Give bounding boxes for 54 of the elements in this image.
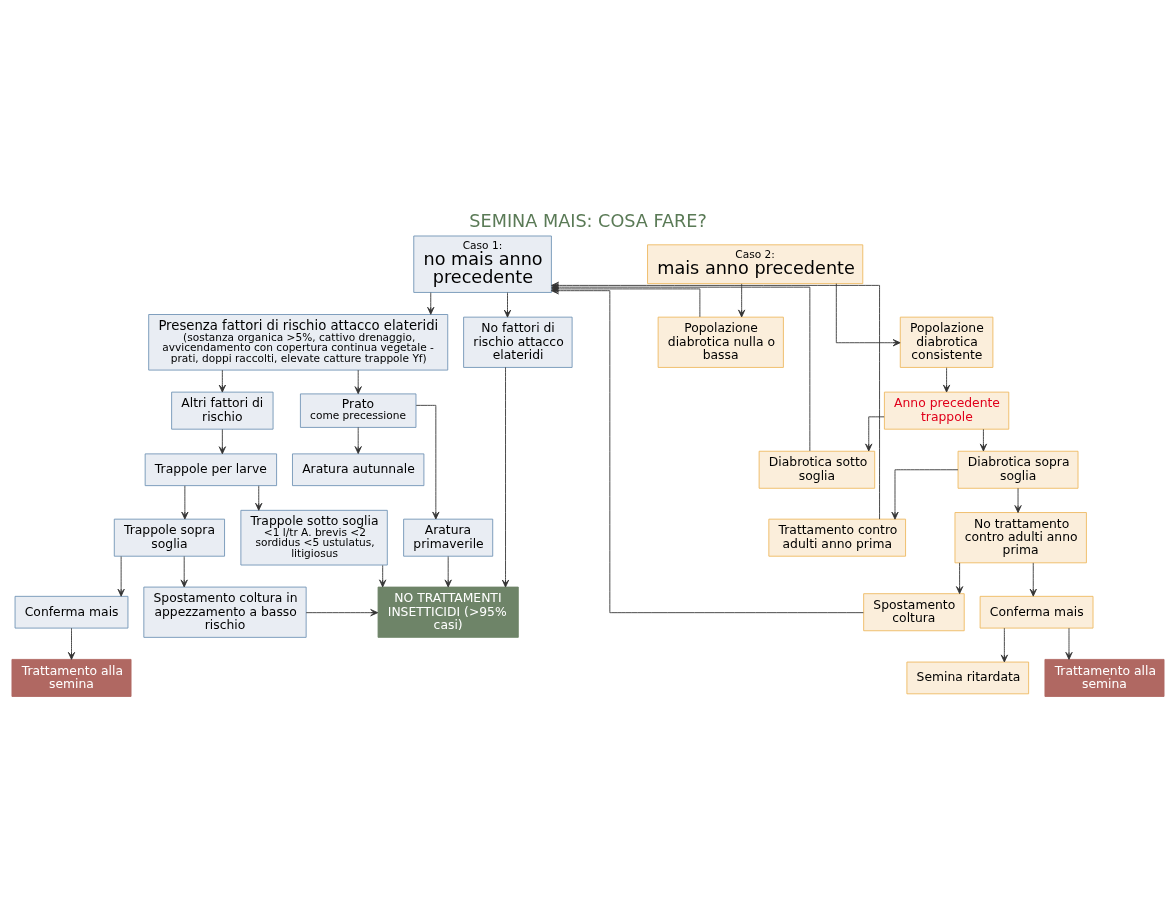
node-box: Conferma mais [14, 595, 129, 629]
arrow [218, 369, 226, 393]
arrow [1000, 627, 1008, 663]
arrow [67, 627, 76, 660]
node-box: Trattamento contro adulti anno prima [768, 518, 906, 557]
node-box: Trappole per larve [144, 453, 278, 487]
node-box: Diabrotica sotto soglia [758, 450, 876, 489]
node-box: Altri fattori di rischio [171, 391, 274, 430]
node-box: Spostamento coltura [863, 593, 965, 632]
arrow [1014, 487, 1022, 513]
node-box: Conferma mais [979, 595, 1094, 629]
node-box: Caso 1: no mais anno precedente [413, 235, 552, 293]
node-box: Semina ritardata [906, 661, 1030, 695]
arrow [1065, 627, 1073, 660]
arrow [415, 404, 440, 520]
arrow [891, 469, 959, 520]
arrow [1029, 562, 1037, 597]
arrow [379, 565, 387, 588]
node-box: Trappole sopra soglia [113, 518, 225, 557]
arrow [835, 283, 901, 347]
arrow [218, 428, 226, 455]
arrow [181, 485, 189, 520]
node-box: Anno precedente trappole [883, 391, 1010, 430]
node-box: Diabrotica sopra soglia [957, 450, 1079, 489]
node-box: Trattamento alla semina [1044, 658, 1165, 697]
arrow [427, 292, 435, 315]
arrow [354, 427, 362, 454]
arrow [117, 556, 125, 597]
node-box: No fattori di rischio attacco elateridi [463, 316, 573, 368]
node-box: No trattamento contro adulti anno prima [954, 512, 1087, 564]
arrow [444, 556, 452, 588]
node-box: Trappole sotto soglia <1 l/tr A. brevis <2 sordidus <5 ustulatus, litigiosus [240, 509, 388, 566]
node-box: Trattamento alla semina [11, 658, 132, 697]
node-box: Aratura primaverile [403, 518, 494, 557]
arrow [956, 562, 964, 595]
arrow [255, 485, 263, 511]
arrow [865, 416, 885, 452]
arrow [305, 609, 379, 617]
diagram-title: SEMINA MAIS: COSA FARE? [469, 211, 707, 232]
node-box: NO TRATTAMENTI INSETTICIDI (>95% casi) [377, 586, 519, 638]
node-box: Popolazione diabrotica nulla o bassa [657, 316, 784, 368]
node-box: Prato come precessione [300, 393, 417, 428]
arrow [501, 367, 510, 588]
node-box: Caso 2: mais anno precedente [647, 244, 864, 285]
node-box: Aratura autunnale [292, 453, 425, 487]
node-box: Popolazione diabrotica consistente [899, 316, 994, 368]
arrow [942, 367, 951, 393]
arrow [180, 556, 188, 588]
arrow [503, 292, 512, 318]
node-box: Spostamento coltura in appezzamento a basso rischio [143, 586, 307, 638]
node-box: Presenza fattori di rischio attacco elateridi (sostanza organica >5%, cattivo drenaggio, avvicendamento con copertura continua vegetale - prati, doppi raccolti, elevate catture trappole Yf) [148, 314, 449, 371]
arrow [979, 428, 988, 452]
arrow [354, 369, 362, 395]
arrow [738, 283, 746, 318]
